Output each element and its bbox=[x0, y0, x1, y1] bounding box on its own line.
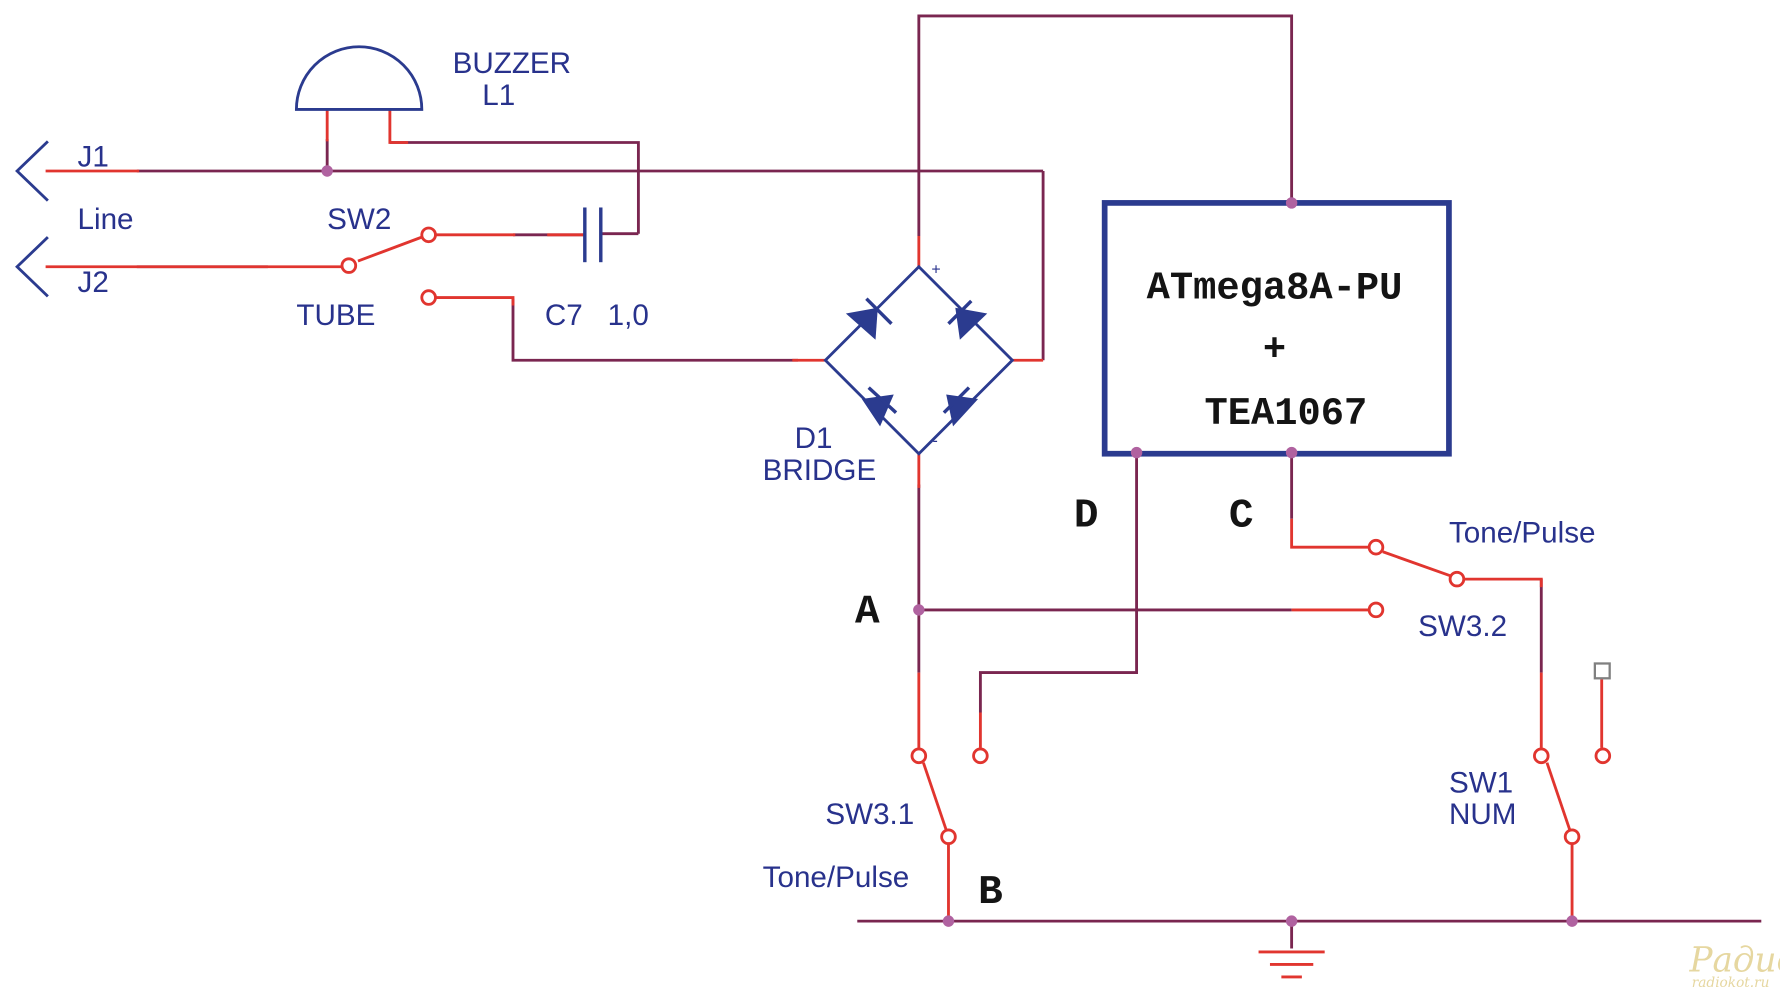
sw2-tube-contact bbox=[420, 289, 437, 306]
node-label-a: A bbox=[855, 589, 880, 635]
sw2-line-contact bbox=[420, 226, 437, 244]
diode-icon bbox=[861, 394, 894, 427]
label-line: Line bbox=[78, 203, 134, 236]
label-c7: C7 bbox=[545, 299, 583, 332]
label-c7-value: 1,0 bbox=[608, 299, 649, 332]
label-sw3-1: SW3.1 bbox=[825, 798, 914, 831]
wire-bridge-top-to-chip bbox=[917, 14, 1294, 236]
sw3-1-common bbox=[940, 828, 957, 846]
label-bridge-minus: - bbox=[933, 433, 938, 450]
connector-j1 bbox=[15, 140, 49, 202]
sw3-1-contact-d bbox=[972, 747, 989, 765]
red-leads bbox=[45, 109, 1604, 922]
watermark-logo: Радио КОТ bbox=[1688, 940, 1780, 980]
label-tone-pulse-bottom: Tone/Pulse bbox=[763, 861, 910, 894]
label-tube: TUBE bbox=[296, 299, 375, 332]
label-j1: J1 bbox=[78, 140, 109, 173]
sw1-contact-left bbox=[1533, 747, 1550, 765]
node-label-d: D bbox=[1074, 494, 1099, 540]
sw1-common bbox=[1563, 828, 1581, 846]
junctions bbox=[321, 165, 1578, 927]
label-buzzer-ref: L1 bbox=[482, 79, 515, 112]
label-j2: J2 bbox=[78, 266, 109, 299]
wire-buzzer-right bbox=[389, 141, 640, 234]
chip-label-line1: ATmega8A-PU bbox=[1147, 267, 1403, 311]
label-sw1: SW1 bbox=[1449, 766, 1513, 799]
chip-atmega8-tea1067 bbox=[1101, 200, 1452, 457]
sw3-2-contact-c bbox=[1367, 538, 1385, 556]
sw1-contact-right bbox=[1594, 747, 1612, 765]
watermark-site: radiokot.ru bbox=[1692, 975, 1770, 991]
chip-label-line2: + bbox=[1263, 328, 1286, 372]
wires bbox=[136, 14, 1762, 949]
wire-node-d bbox=[978, 452, 1139, 713]
diode-icon bbox=[955, 307, 988, 340]
node-label-b: B bbox=[978, 870, 1003, 916]
buzzer-l1 bbox=[294, 45, 424, 111]
label-num: NUM bbox=[1449, 798, 1516, 831]
terminal-square bbox=[1593, 662, 1611, 680]
bridge-diamond bbox=[823, 264, 1015, 456]
label-tone-pulse-top: Tone/Pulse bbox=[1449, 517, 1596, 550]
sw3-1-contact-a bbox=[910, 747, 928, 765]
label-sw2: SW2 bbox=[327, 203, 391, 236]
arrow-left-icon bbox=[15, 236, 49, 298]
label-d1: D1 bbox=[795, 422, 833, 455]
diode-bridge-d1 bbox=[823, 264, 1015, 456]
buzzer-icon bbox=[294, 45, 424, 111]
ground-icon bbox=[1258, 950, 1325, 979]
connector-j2 bbox=[15, 236, 49, 298]
chip-label-line3: TEA1067 bbox=[1205, 392, 1368, 436]
node-label-c: C bbox=[1229, 494, 1254, 540]
capacitor-c7 bbox=[583, 207, 603, 263]
switch-contacts bbox=[340, 226, 1612, 846]
label-bridge: BRIDGE bbox=[763, 454, 877, 487]
sw2-common-contact bbox=[340, 257, 358, 274]
wire-tube-to-bridge bbox=[511, 298, 798, 362]
sw3-2-common bbox=[1448, 570, 1466, 588]
label-buzzer: BUZZER bbox=[453, 47, 572, 80]
arrow-left-icon bbox=[15, 140, 49, 202]
label-bridge-plus: + bbox=[931, 262, 940, 279]
diode-icon bbox=[845, 307, 878, 340]
sw3-2-contact-a bbox=[1367, 601, 1385, 619]
label-sw3-2: SW3.2 bbox=[1418, 610, 1507, 643]
